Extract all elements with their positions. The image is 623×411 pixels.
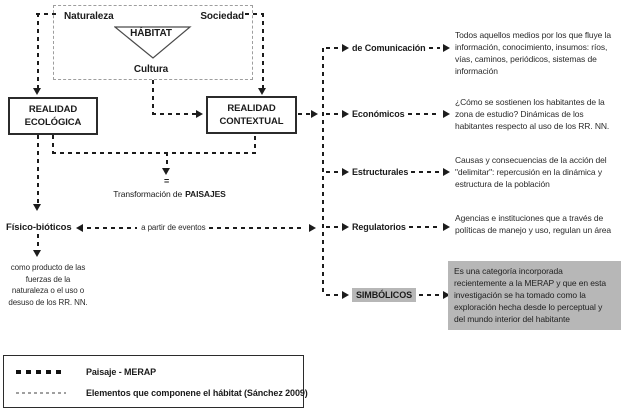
- realidad-ecologica-line2: ECOLÓGICA: [24, 117, 82, 128]
- category-label-comunicacion: de Comunicación: [352, 43, 426, 53]
- eventos-dash-right: [209, 226, 305, 229]
- legend-label-elementos-habitat: Elementos que componene el hábitat (Sánc…: [86, 388, 308, 398]
- realidad-contextual-box: REALIDAD CONTEXTUAL: [206, 96, 297, 134]
- legend-label-paisaje-merap: Paisaje - MERAP: [86, 367, 157, 377]
- description-simbolicos: Es una categoría incorporada recientemen…: [448, 261, 621, 331]
- description-regulatorios: Agencias e instituciones que a través de…: [455, 213, 611, 235]
- arrow-into-category-line-economicos: [311, 110, 318, 118]
- arrow-right-to-regulatorios: [309, 223, 316, 232]
- branch-dash: [326, 113, 339, 115]
- category-label-estructurales: Estructurales: [352, 167, 409, 177]
- arrow-to-desc: [443, 44, 450, 52]
- label-to-desc-dash: [407, 113, 440, 115]
- arrow-down-to-note: [33, 250, 41, 257]
- category-spine-line: [322, 48, 324, 295]
- realidad-ecologica-line1: REALIDAD: [28, 103, 78, 115]
- connector-sociedad-v: [262, 13, 264, 88]
- legend-item-elementos-habitat: Elementos que componene el hábitat (Sánc…: [16, 387, 308, 399]
- como-producto-note: como producto de las fuerzas de la natur…: [8, 263, 88, 307]
- eventos-dash-left: [86, 226, 138, 229]
- legend-item-paisaje-merap: Paisaje - MERAP: [16, 366, 156, 378]
- sociedad-label: Sociedad: [200, 11, 244, 22]
- arrow-down-to-ecologica: [33, 88, 41, 95]
- habitat-title: HÁBITAT: [130, 28, 172, 39]
- label-to-desc-dash: [411, 171, 440, 173]
- category-row-simbolicos: SIMBÓLICOS: [326, 287, 450, 303]
- label-to-desc-dash: [419, 294, 440, 296]
- branch-dash: [326, 226, 339, 228]
- arrow-left-to-fisico: [75, 223, 83, 232]
- connector-mid-horizontal: [52, 152, 256, 154]
- category-row-economicos: Económicos: [326, 106, 450, 122]
- category-label-regulatorios: Regulatorios: [352, 222, 406, 232]
- connector-ecologica-branch: [52, 135, 54, 153]
- connector-cultura-h: [152, 113, 196, 115]
- description-comunicacion: Todos aquellos medios por los que fluye …: [455, 30, 611, 76]
- category-row-estructurales: Estructurales: [326, 164, 450, 180]
- label-to-desc-dash: [428, 47, 440, 49]
- category-label-economicos: Económicos: [352, 109, 405, 119]
- branch-arrow: [342, 168, 349, 176]
- arrow-down-to-fisico: [33, 204, 41, 211]
- connector-contextual-right: [298, 113, 313, 115]
- naturaleza-label: Naturaleza: [64, 11, 114, 22]
- fisico-bioticos-row: Físico-bióticos a partir de eventos: [6, 220, 316, 235]
- label-to-desc-dash: [408, 226, 440, 228]
- description-estructurales: Causas y consecuencias de la acción del …: [455, 155, 607, 189]
- category-row-comunicacion: de Comunicación: [326, 40, 450, 56]
- branch-arrow: [342, 291, 349, 299]
- connector-contextual-down: [254, 136, 256, 153]
- equals-sign: =: [164, 176, 170, 186]
- connector-to-paisajes: [166, 152, 168, 169]
- connector-naturaleza-h: [36, 13, 59, 15]
- branch-dash: [326, 171, 339, 173]
- a-partir-de-eventos-label: a partir de eventos: [141, 223, 206, 232]
- category-row-regulatorios: Regulatorios: [326, 219, 450, 235]
- branch-dash: [326, 47, 339, 49]
- connector-naturaleza-v: [37, 13, 39, 88]
- light-dashed-line-icon: [16, 392, 66, 394]
- connector-cultura-v: [152, 80, 154, 114]
- connector-ecologica-down: [37, 135, 39, 205]
- arrow-down-to-paisajes: [162, 168, 170, 175]
- category-label-simbolicos: SIMBÓLICOS: [352, 288, 417, 302]
- arrow-to-desc: [443, 110, 450, 118]
- cultura-label: Cultura: [133, 64, 169, 75]
- description-economicos: ¿Cómo se sostienen los habitantes de la …: [455, 97, 610, 131]
- arrow-to-desc: [443, 223, 450, 231]
- arrow-right-to-contextual: [196, 110, 203, 118]
- connector-sociedad-h: [245, 13, 264, 15]
- branch-arrow: [342, 223, 349, 231]
- realidad-ecologica-box: REALIDAD ECOLÓGICA: [8, 97, 98, 135]
- branch-dash: [326, 294, 339, 296]
- habitat-group-box: Naturaleza Sociedad HÁBITAT Cultura: [53, 5, 253, 80]
- transformacion-text: Transformación de: [113, 189, 183, 199]
- realidad-contextual-line2: CONTEXTUAL: [219, 116, 284, 127]
- fisico-bioticos-label: Físico-bióticos: [6, 222, 72, 233]
- realidad-contextual-line1: REALIDAD: [227, 102, 276, 114]
- arrow-down-to-contextual: [258, 88, 266, 95]
- branch-arrow: [342, 44, 349, 52]
- arrow-to-desc: [443, 168, 450, 176]
- legend-box: Paisaje - MERAP Elementos que componene …: [3, 355, 308, 408]
- arrow-to-desc: [443, 291, 450, 299]
- bold-dashed-line-icon: [16, 370, 66, 374]
- paisajes-text: PAISAJES: [185, 189, 226, 199]
- branch-arrow: [342, 110, 349, 118]
- habitat-triangle-icon: [114, 26, 192, 59]
- connector-fisico-down: [37, 234, 39, 251]
